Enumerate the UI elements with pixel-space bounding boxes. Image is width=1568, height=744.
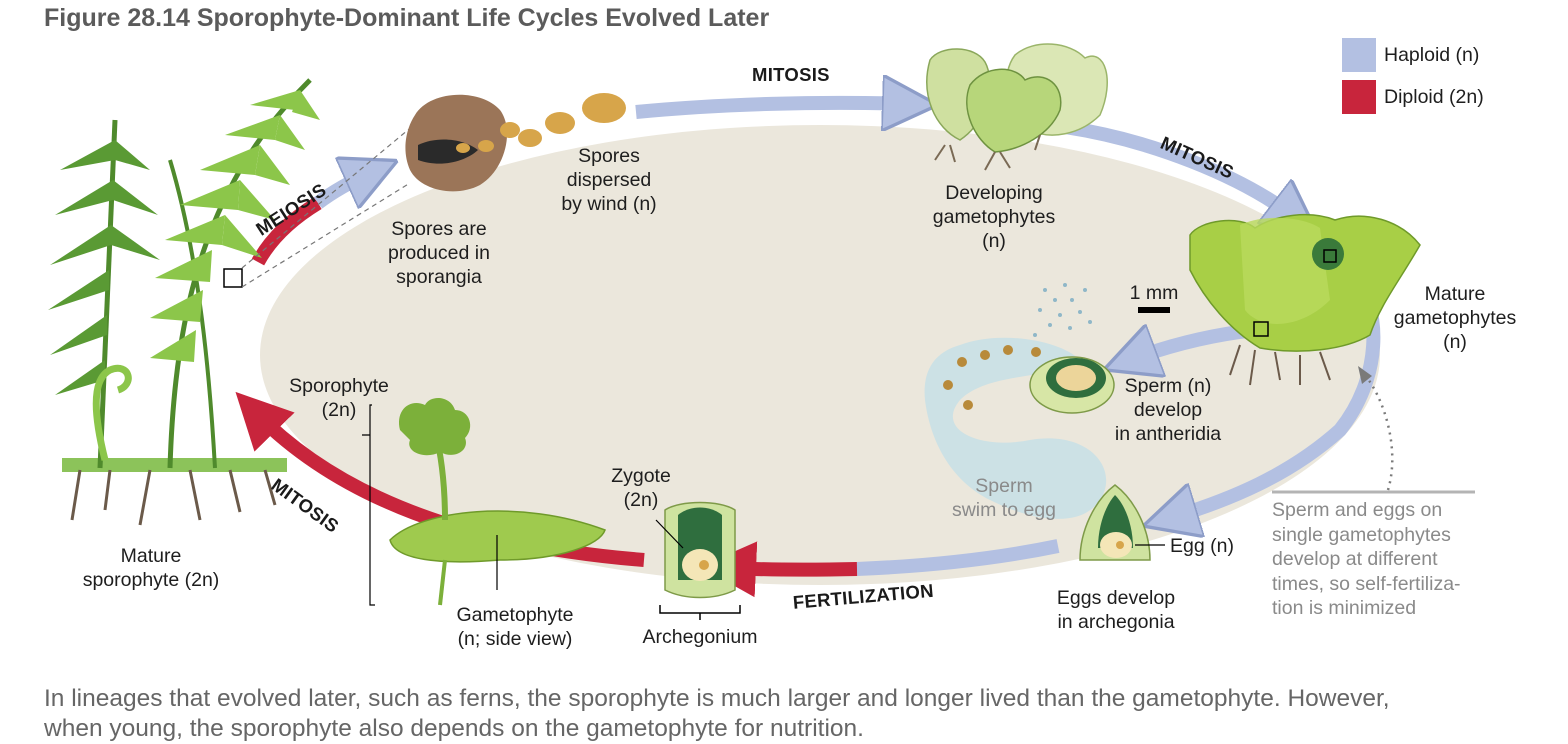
antheridium-illustration — [1029, 356, 1115, 414]
note-pointer-head — [1358, 366, 1372, 384]
figure-caption: In lineages that evolved later, such as … — [44, 684, 1390, 744]
legend-haploid: Haploid (n) — [1342, 38, 1484, 72]
sporangium-illustration — [405, 93, 626, 192]
water-area — [924, 337, 1107, 519]
egg-label: Egg (n) — [1170, 535, 1234, 557]
zygote-label: Zygote (2n) — [611, 465, 671, 511]
archegonium-label: Archegonium — [642, 626, 758, 648]
developing-gametophytes-label: Developing gametophytes (n) — [932, 182, 1056, 252]
diploid-swatch — [1342, 80, 1376, 114]
sporophyte-label: Sporophyte (2n) — [289, 375, 389, 421]
meiosis-arrow-diploid — [251, 197, 322, 266]
caption-line-1: In lineages that evolved later, such as … — [44, 685, 1390, 712]
young-sporophyte-illustration — [362, 398, 606, 606]
mitosis-right-arrow — [1063, 120, 1296, 218]
mitosis-top-label: MITOSIS — [752, 64, 830, 85]
haploid-swatch — [1342, 38, 1376, 72]
mature-gametophytes-illustration — [1189, 214, 1421, 386]
spores-dispersed-label: Spores dispersed by wind (n) — [561, 145, 657, 215]
legend-haploid-label: Haploid (n) — [1384, 43, 1480, 66]
caption-line-2: when young, the sporophyte also depends … — [44, 715, 864, 742]
zygote-illustration — [655, 501, 741, 620]
scale-bar — [1138, 307, 1170, 313]
fertilization-arrow-diploid — [700, 541, 858, 598]
eggs-develop-label: Eggs develop in archegonia — [1056, 587, 1176, 633]
legend: Haploid (n) Diploid (2n) — [1342, 38, 1484, 114]
sporangia-box — [223, 268, 243, 288]
mitosis-top-arrow — [635, 103, 910, 112]
sperm-droplets — [1033, 283, 1092, 337]
spores-produced-label: Spores are produced in sporangia — [388, 218, 490, 288]
legend-diploid: Diploid (2n) — [1342, 80, 1484, 114]
gametophyte-side-label: Gametophyte (n; side view) — [456, 604, 574, 650]
fern-illustration — [48, 78, 433, 526]
sperm-develop-label: Sperm (n) develop in antheridia — [1114, 375, 1222, 445]
mature-sporophyte-label: Mature sporophyte (2n) — [82, 545, 220, 591]
fertilization-arrow-haploid — [856, 539, 1060, 576]
meiosis-arrow-haploid — [313, 172, 372, 203]
developing-gametophytes-illustration — [926, 43, 1108, 171]
note-pointer — [1364, 374, 1394, 491]
sperm-swim-label: Sperm swim to egg — [951, 475, 1057, 521]
scale-bar-label: 1 mm — [1129, 282, 1179, 304]
sperm-cells — [943, 345, 1041, 410]
self-fertilization-note: Sperm and eggs on single gametophytes de… — [1272, 499, 1461, 619]
mature-gametophytes-label: Mature gametophytes (n) — [1393, 283, 1517, 353]
figure-title: Figure 28.14 Sporophyte-Dominant Life Cy… — [44, 4, 770, 32]
archegonium-egg-illustration — [1079, 484, 1165, 561]
legend-diploid-label: Diploid (2n) — [1384, 85, 1484, 108]
